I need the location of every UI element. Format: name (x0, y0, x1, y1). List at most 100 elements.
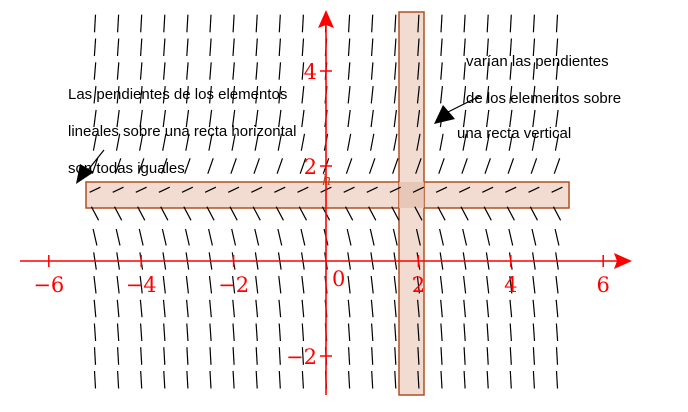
slope-segment (555, 370, 559, 389)
slope-segment (162, 109, 166, 128)
slope-segment (140, 14, 143, 33)
slope-segment (162, 276, 166, 294)
slope-segment (93, 109, 97, 128)
slope-segment (393, 86, 397, 104)
slope-segment (208, 228, 213, 246)
right-pointer-arrow-icon (434, 105, 455, 124)
slope-segment (89, 186, 101, 193)
slope-segment (277, 228, 283, 246)
slope-segment (116, 86, 120, 104)
slope-segment (90, 206, 100, 221)
slope-segment (115, 228, 121, 246)
slope-segment (463, 14, 466, 33)
slope-segment (440, 299, 443, 318)
slope-segment (347, 323, 351, 342)
slope-segment (114, 158, 122, 174)
slope-segment (346, 228, 352, 246)
slope-segment (278, 299, 282, 318)
slope-segment (208, 133, 213, 151)
slope-segment (532, 109, 536, 128)
slope-segment (254, 133, 259, 151)
slope-segment (394, 347, 397, 365)
slope-segment (485, 228, 491, 246)
left-pointer-line (87, 149, 105, 171)
slope-segment (208, 276, 213, 294)
slope-segment (509, 14, 512, 33)
slope-segment (112, 186, 124, 193)
slope-segment (209, 299, 212, 318)
slope-segment (370, 109, 374, 128)
slope-segment (232, 86, 236, 104)
slope-segment (301, 62, 305, 80)
slope-segment (555, 276, 559, 294)
slope-segment (416, 109, 421, 128)
slope-segment (440, 370, 443, 389)
slope-segment (440, 347, 443, 365)
slope-segment (486, 299, 490, 318)
x-axis-arrow-icon (614, 253, 632, 269)
slope-segment (301, 299, 305, 318)
slope-segment (347, 86, 351, 104)
slope-segment (206, 206, 215, 221)
slope-segment (138, 228, 144, 246)
slope-segment (417, 370, 420, 389)
right-note-line2: de los elementos sobre (466, 90, 621, 107)
slope-segment (414, 206, 423, 221)
slope-segment (117, 347, 120, 365)
slope-segment (348, 347, 351, 365)
slope-segment (301, 347, 304, 365)
slope-segment (486, 62, 489, 80)
slope-segment (160, 206, 169, 221)
slope-segment (301, 14, 304, 33)
left-note-line1: Las pendientes de los elementos (68, 86, 287, 103)
slope-segment (366, 186, 378, 193)
slope-segment (552, 206, 562, 221)
slope-segment (209, 38, 212, 57)
slope-segment (253, 158, 260, 174)
slope-segment (440, 323, 443, 342)
x-tick-label: 2 (412, 273, 425, 297)
slope-segment (117, 370, 120, 389)
slope-segment (255, 14, 258, 33)
slope-segment (486, 347, 489, 365)
slope-segment (485, 133, 490, 151)
slope-segment (300, 133, 306, 151)
slope-segment (532, 38, 536, 57)
slope-segment (278, 62, 282, 80)
slope-segment (347, 62, 351, 80)
slope-segment (162, 299, 166, 318)
slope-segment (276, 158, 284, 174)
slope-segment (255, 370, 258, 389)
slope-segment (93, 86, 97, 104)
slope-segment (255, 86, 259, 104)
slope-segment (532, 276, 536, 294)
slope-segment (186, 14, 189, 33)
slope-segment (486, 86, 490, 104)
slope-segment (486, 14, 489, 33)
slope-segment (417, 14, 420, 33)
slope-segment (232, 38, 235, 57)
slope-segment (232, 370, 235, 389)
y-axis-arrow-icon (318, 10, 334, 28)
slope-segment (486, 370, 489, 389)
axes (20, 10, 632, 395)
right-note-line3: una recta vertical (457, 125, 571, 142)
slope-segment (415, 228, 421, 246)
slope-segment (162, 86, 166, 104)
slope-segment (346, 133, 352, 151)
slope-segment (255, 323, 258, 342)
slope-segment (297, 186, 309, 193)
slope-segment (528, 186, 540, 193)
slope-segment (117, 14, 120, 33)
slope-segment (278, 38, 281, 57)
slope-segment (458, 186, 471, 193)
slope-segment (116, 109, 120, 128)
slope-segment (392, 228, 398, 246)
slope-segment (347, 109, 351, 128)
slope-segment (435, 186, 448, 193)
slope-segment (509, 299, 513, 318)
slope-segment (463, 38, 466, 57)
slope-segment (278, 86, 282, 104)
slope-segment (186, 370, 189, 389)
slope-segment (506, 206, 515, 221)
